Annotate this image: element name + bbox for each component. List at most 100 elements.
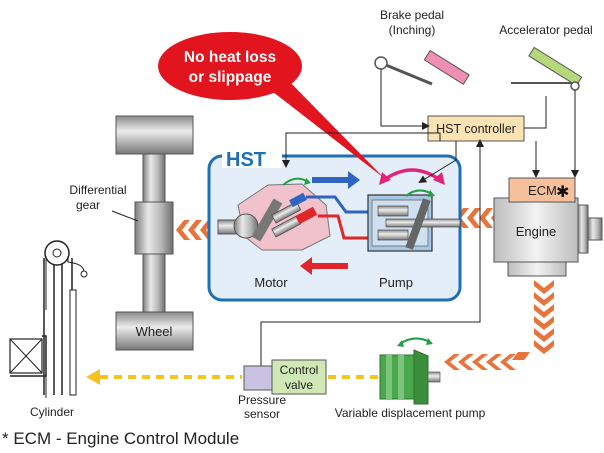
chevron-mark [512,352,530,360]
chain [45,256,85,310]
wheel-label: Wheel [136,324,173,339]
engine-lower [507,261,567,277]
chevron-mark [500,354,516,370]
variable-displacement-pump: Variable displacement pump [335,337,486,420]
wheel-top [115,115,194,155]
brake-pedal-pivot [374,56,388,70]
brake-pedal-arm [380,61,433,86]
chevron-mark [176,220,190,240]
hst-controller: HST controller [427,115,525,142]
var-pump-shaft [427,371,441,383]
hydraulic-pump [367,189,461,252]
controller-to-engine-top-line [524,96,547,129]
signal-lines [260,69,579,378]
pump-label: Pump [379,275,413,290]
chevron-mark [534,340,554,354]
var-pump-tilt-arrow [399,337,431,345]
callout-line-1: No heat loss [184,49,276,66]
sensor-to-controller-line [260,139,484,378]
var-pump-tilt-arrowhead-2 [397,340,404,347]
wheel-bottom [115,311,194,351]
footnote: * ECM - Engine Control Module [2,429,240,448]
chevron-mark [200,220,214,240]
var-pump-body [379,354,415,400]
pressure-sensor-label-1: Pressure [238,393,286,407]
ecm-label: ECM [528,183,557,198]
chevron-mark [486,354,502,370]
chevron-mark [188,220,202,240]
engine-label: Engine [516,224,556,239]
brake-pedal-label-2: (Inching) [389,23,436,37]
displacement-arrowhead-right [433,172,445,185]
chevron-mark [534,328,554,342]
displacement-arrowhead-left [379,172,391,185]
var-pump-tilt-arrowhead [426,338,433,345]
chevron-mark [467,208,481,228]
chevron-mark [534,280,554,294]
differential-gear-box [134,201,174,255]
load-box-cross [9,338,43,374]
no-heat-loss-callout: No heat loss or slippage [158,32,384,178]
callout-bubble [158,32,302,100]
brake-to-controller-line [380,69,430,130]
chain-sprocket-hub [52,248,62,258]
brake-pedal-label-1: Brake pedal [380,8,444,22]
chevron-mark [479,208,493,228]
engine-to-pump-chevrons [444,280,554,370]
motor-label: Motor [254,275,288,290]
motor-piston-blue [289,192,307,208]
motor-swashplate [251,198,283,242]
accelerator-pedal-label: Accelerator pedal [499,23,592,37]
ecm-asterisk: ✱ [556,184,569,201]
motor-piston [271,201,302,224]
var-pump-stripe [398,355,404,399]
chevron-mark [534,316,554,330]
differential-label-2: gear [76,198,100,212]
fork [10,335,47,377]
controller-to-pump-line [418,141,457,184]
motor-rotation-arrowhead [304,178,311,185]
chevron-mark [534,292,554,306]
pressure-sensor-box [243,365,273,391]
var-pump-stripe [386,355,392,399]
hydraulic-motor [217,177,331,251]
hst-label-bg [222,148,282,168]
chevron-mark [472,354,488,370]
callout-line-2: or slippage [189,69,272,86]
chain-anchor [80,270,88,278]
chevron-mark [534,304,554,318]
brake-pedal: Brake pedal (Inching) [374,8,470,86]
cylinder-arrowhead [86,369,100,385]
differential-label-1: Differential [69,183,126,197]
accelerator-pedal: Accelerator pedal [499,23,593,91]
hst-block: HST [207,148,462,302]
lift-cylinder: Cylinder [9,240,88,419]
hst-controller-label: HST controller [436,122,516,136]
wheel-assembly [111,115,194,351]
pump-swashplate [405,198,431,250]
controller-to-motor-line [282,132,441,168]
control-valve-label-2: valve [285,378,313,392]
displacement-control-arrow [382,168,442,182]
var-pump-plate [413,349,429,405]
pump-piston [377,205,409,217]
flow-arrow-red [300,257,348,275]
cylinder-label: Cylinder [30,405,74,419]
engine-flywheel [577,204,589,254]
engine-pulley [587,217,603,241]
pump-piston [377,229,409,241]
cylinder-rod [69,289,77,396]
brake-pedal-pad [423,49,470,85]
differential-leader-line [111,210,139,222]
pressure-sensor-and-valve: Control valve Pressure sensor [238,359,327,421]
control-valve-box [271,359,327,395]
flow-arrow-blue [312,171,360,189]
variable-pump-label: Variable displacement pump [335,406,486,420]
hst-controller-box [427,115,525,142]
control-valve-label-1: Control [280,363,319,377]
pressure-sensor-label-2: sensor [244,407,280,421]
ecm-box [508,177,576,203]
motor-piston-red [295,206,318,225]
engine: ECM ✱ Engine [493,177,603,277]
